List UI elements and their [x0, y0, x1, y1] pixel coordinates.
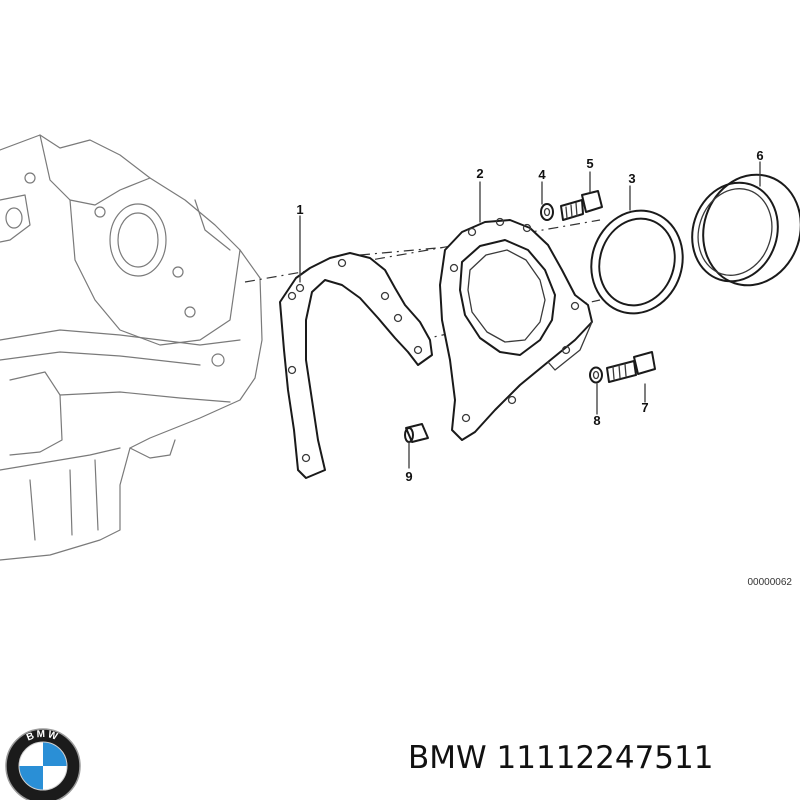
svg-text:BMW: BMW	[25, 729, 61, 744]
part-5-bolt	[560, 190, 603, 221]
callout-9: 9	[405, 469, 412, 484]
callout-6: 6	[756, 148, 763, 163]
callout-2: 2	[476, 166, 483, 181]
part-3-o-ring	[590, 209, 684, 315]
diagram-code: 00000062	[748, 577, 793, 588]
engine-block-outline	[0, 134, 263, 561]
callout-8: 8	[593, 413, 600, 428]
callout-1: 1	[296, 202, 303, 217]
callout-4: 4	[538, 167, 546, 182]
callout-numbers: 1 2 3 4 5 6 7 8 9	[296, 148, 763, 484]
part-7-bolt	[606, 351, 656, 383]
callout-5: 5	[586, 156, 593, 171]
part-4-washer	[540, 203, 554, 221]
part-6-shaft-seal	[691, 173, 800, 287]
callout-7: 7	[641, 400, 648, 415]
part-8-washer	[589, 366, 603, 384]
part-2-seal-cover	[439, 217, 593, 441]
callout-leader-lines	[299, 161, 761, 469]
bmw-logo: BMW	[5, 728, 81, 800]
part-number-label: BMW 11112247511	[408, 740, 714, 776]
callout-3: 3	[628, 171, 635, 186]
part-9-dowel-sleeve	[404, 423, 429, 443]
part-1-gasket	[279, 252, 433, 479]
